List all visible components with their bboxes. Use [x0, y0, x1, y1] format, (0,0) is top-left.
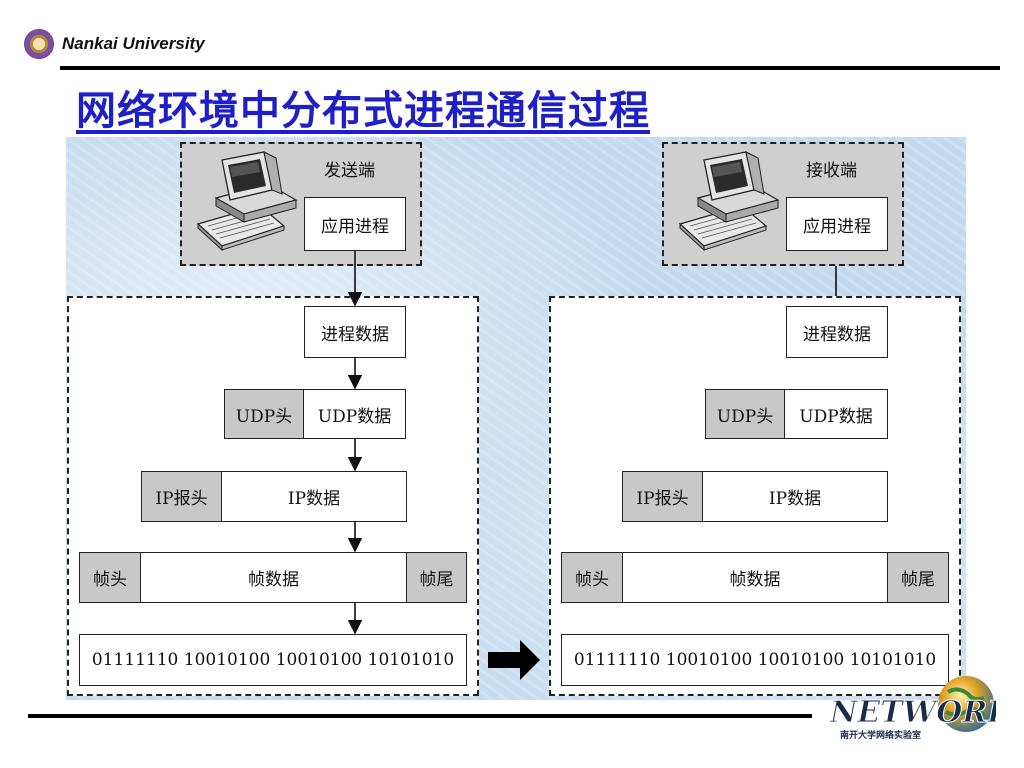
footer-rule: [28, 714, 812, 718]
sender-process-data-box: 进程数据: [304, 306, 406, 358]
receiver-ip-header-box: IP报头: [622, 471, 703, 522]
sender-host-label: 发送端: [324, 161, 375, 181]
receiver-udp-data-box: UDP数据: [784, 389, 888, 439]
page-title: 网络环境中分布式进程通信过程: [76, 88, 650, 134]
receiver-host-label: 接收端: [806, 161, 857, 181]
transmit-arrow-icon: [488, 640, 540, 680]
sender-frame-trailer-box: 帧尾: [406, 552, 467, 603]
network-lab-logo-word: NETWORK: [829, 695, 996, 730]
sender-app-process-box: 应用进程: [304, 197, 406, 251]
receiver-bitstream-box: 01111110 10010100 10010100 10101010: [561, 634, 949, 686]
header-brand: Nankai University: [62, 34, 205, 53]
sender-udp-header-box: UDP头: [224, 389, 304, 439]
sender-udp-data-box: UDP数据: [303, 389, 406, 439]
receiver-computer-icon: [678, 151, 780, 252]
sender-frame-header-box: 帧头: [79, 552, 141, 603]
receiver-frame-data-box: 帧数据: [622, 552, 888, 603]
receiver-frame-header-box: 帧头: [561, 552, 623, 603]
university-seal-logo: [24, 29, 54, 59]
receiver-process-data-box: 进程数据: [786, 306, 888, 358]
receiver-ip-data-box: IP数据: [702, 471, 888, 522]
sender-frame-data-box: 帧数据: [140, 552, 407, 603]
receiver-app-process-box: 应用进程: [786, 197, 888, 251]
sender-ip-data-box: IP数据: [221, 471, 407, 522]
receiver-frame-trailer-box: 帧尾: [887, 552, 949, 603]
sender-ip-header-box: IP报头: [141, 471, 222, 522]
sender-bitstream-box: 01111110 10010100 10010100 10101010: [79, 634, 467, 686]
sender-computer-icon: [196, 151, 298, 252]
network-lab-logo: NETWORK 南开大学网络实验室: [829, 676, 996, 741]
receiver-udp-header-box: UDP头: [705, 389, 785, 439]
network-lab-logo-caption: 南开大学网络实验室: [840, 729, 921, 741]
header-rule: [60, 66, 1000, 70]
